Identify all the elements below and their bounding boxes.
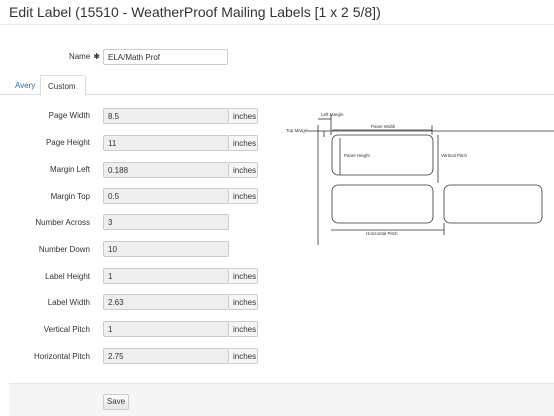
tab-bar: Avery Custom [0,75,554,96]
vertical-pitch-label: Vertical Pitch [43,325,90,334]
page-width-label: Page Width [48,111,90,120]
label-width-input[interactable]: 2.63 [103,294,229,310]
label-layout-diagram: Left Margin Top Margin Panel Width Panel… [286,112,554,245]
number-across-input[interactable]: 3 [103,214,229,230]
margin-top-unit: inches [229,188,258,204]
horizontal-pitch-label: Horizontal Pitch [33,352,90,361]
name-label: Name✱ [8,52,100,61]
vertical-pitch-input[interactable]: 1 [103,321,229,337]
page-height-input[interactable]: 11 [103,135,229,151]
vertical-pitch-unit: inches [229,321,258,337]
number-down-input[interactable]: 10 [103,241,229,257]
horizontal-pitch-input[interactable]: 2.75 [103,348,229,364]
left-margin-text: Left Margin [321,112,344,117]
vertical-pitch-text: Vertical Pitch [441,153,468,158]
page-title: Edit Label (15510 - WeatherProof Mailing… [9,4,381,20]
horizontal-pitch-unit: inches [229,348,258,364]
form-footer [9,383,554,416]
title-divider [0,24,554,25]
label-panel-1 [331,134,434,176]
label-height-label: Label Height [45,272,90,281]
page-width-input[interactable]: 8.5 [103,108,229,124]
required-asterisk-icon: ✱ [93,52,100,61]
page-height-label: Page Height [45,138,90,147]
tab-custom[interactable]: Custom [40,75,86,96]
label-width-label: Label Width [47,298,90,307]
horizontal-pitch-text: Horizontal Pitch [366,231,398,236]
label-width-unit: inches [229,294,258,310]
name-label-text: Name [68,52,91,61]
number-across-label: Number Across [35,218,90,227]
label-panel-3 [443,184,543,224]
page-height-unit: inches [229,135,258,151]
label-panel-2 [331,184,434,224]
page-width-unit: inches [229,108,258,124]
margin-left-unit: inches [229,162,258,178]
save-button[interactable]: Save [103,394,129,410]
tab-avery[interactable]: Avery [15,81,36,90]
label-height-unit: inches [229,268,258,284]
top-margin-text: Top Margin [286,128,309,133]
panel-width-text: Panel Width [371,124,396,129]
margin-left-label: Margin Left [49,165,90,174]
margin-left-input[interactable]: 0.188 [103,162,229,178]
margin-top-label: Margin Top [50,192,90,201]
label-height-input[interactable]: 1 [103,268,229,284]
panel-height-text: Panel Height [344,153,371,158]
name-input[interactable]: ELA/Math Prof [103,49,228,65]
margin-top-input[interactable]: 0.5 [103,188,229,204]
number-down-label: Number Down [38,245,90,254]
